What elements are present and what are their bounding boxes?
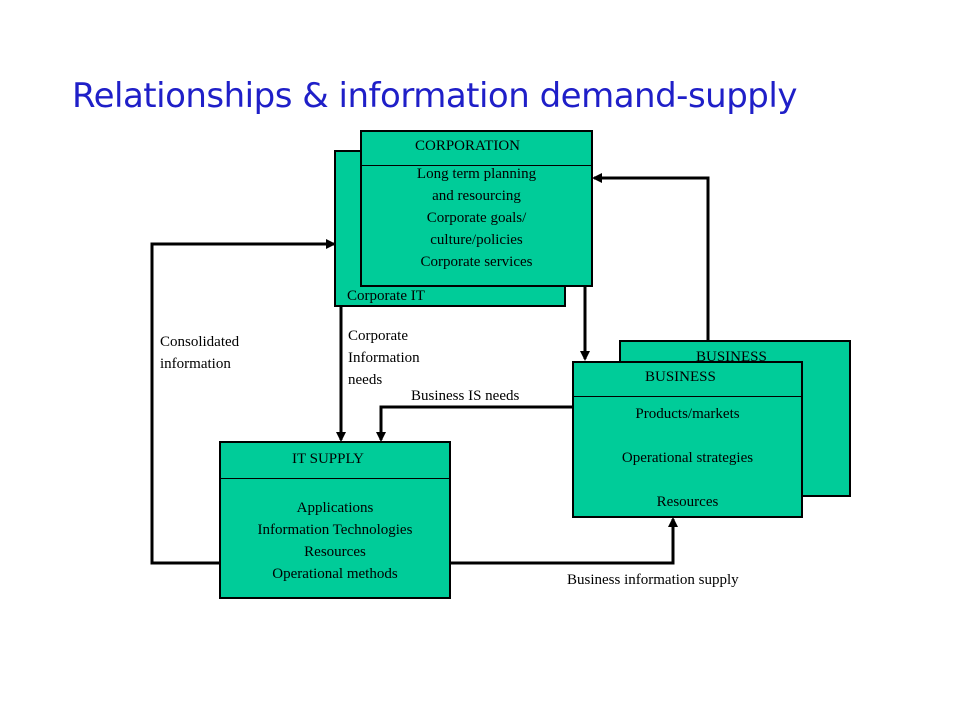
it-supply-line: Operational methods <box>272 566 398 582</box>
corporation-line: and resourcing <box>432 188 521 204</box>
business-is-needs-arrow <box>376 405 572 442</box>
consolidated-line: information <box>160 356 231 372</box>
business-header: BUSINESS <box>574 363 801 397</box>
corporation-box: CORPORATION Long term planning and resou… <box>360 130 593 287</box>
business-header-text: BUSINESS <box>645 369 716 385</box>
it-supply-header: IT SUPPLY <box>221 443 449 479</box>
business-to-corporation-arrow <box>592 173 710 340</box>
corporation-header-text: CORPORATION <box>415 138 521 154</box>
consolidated-line: Consolidated <box>160 334 240 350</box>
corporation-lines: Long term planning and resourcing Corpor… <box>362 163 591 273</box>
corporate-needs-line: needs <box>348 372 383 388</box>
corporation-line: Corporate services <box>420 254 533 270</box>
business-box: BUSINESS Products/markets Operational st… <box>572 361 803 518</box>
corporation-line: Long term planning <box>416 166 537 182</box>
business-line: Products/markets <box>635 406 740 422</box>
business-supply-label: Business information supply <box>567 572 739 588</box>
corporate-needs-line: Information <box>348 350 420 366</box>
corporation-header: CORPORATION <box>362 132 591 166</box>
it-supply-line: Resources <box>304 544 366 560</box>
consolidated-information-arrow <box>150 239 336 565</box>
business-is-needs-label: Business IS needs <box>411 388 520 404</box>
corporate-needs-label: Corporate Information needs <box>348 325 420 391</box>
corporate-it-label: Corporate IT <box>347 288 425 304</box>
it-supply-line: Applications <box>296 500 374 516</box>
corporation-line: culture/policies <box>430 232 523 248</box>
it-supply-header-text: IT SUPPLY <box>292 451 364 467</box>
it-supply-lines: Applications Information Technologies Re… <box>221 497 449 585</box>
business-line: Operational strategies <box>621 450 754 466</box>
it-supply-line: Information Technologies <box>257 522 413 538</box>
business-supply-arrow <box>450 517 678 565</box>
business-line: Resources <box>656 494 719 510</box>
corporation-line: Corporate goals/ <box>426 210 527 226</box>
consolidated-information-label: Consolidated information <box>160 331 239 375</box>
page-title: Relationships & information demand-suppl… <box>72 76 797 116</box>
it-supply-box: IT SUPPLY Applications Information Techn… <box>219 441 451 599</box>
corporate-needs-line: Corporate <box>348 328 408 344</box>
